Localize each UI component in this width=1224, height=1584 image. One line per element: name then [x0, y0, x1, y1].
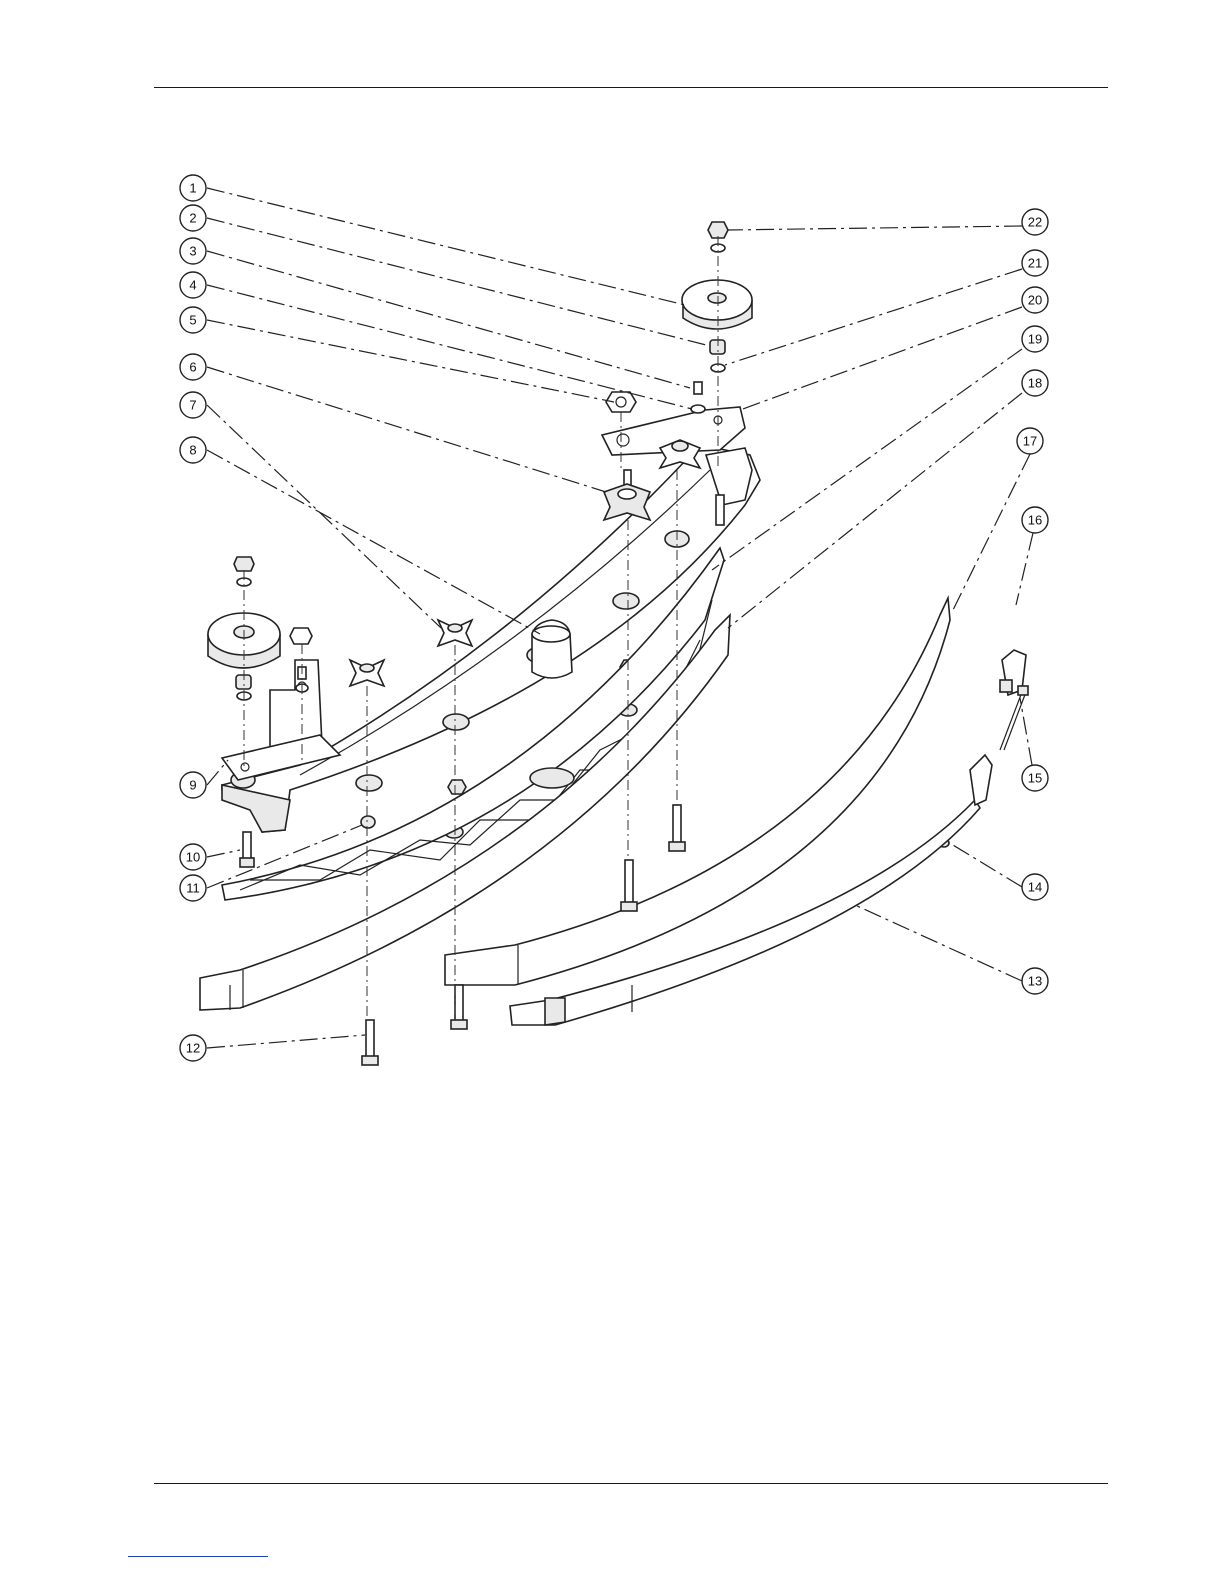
callout-label: 7 — [189, 398, 196, 413]
callout-21[interactable]: 21 — [1022, 250, 1048, 276]
callout-1[interactable]: 1 — [180, 175, 206, 201]
callout-5[interactable]: 5 — [180, 307, 206, 333]
callout-10[interactable]: 10 — [180, 844, 206, 870]
callout-label: 12 — [186, 1041, 200, 1056]
callout-label: 21 — [1028, 256, 1042, 271]
callout-label: 1 — [189, 181, 196, 196]
callout-11[interactable]: 11 — [180, 875, 206, 901]
callout-label: 16 — [1028, 513, 1042, 528]
callout-label: 6 — [189, 360, 196, 375]
callout-label: 5 — [189, 313, 196, 328]
callout-label: 18 — [1028, 376, 1042, 391]
callout-label: 3 — [189, 244, 196, 259]
callout-label: 17 — [1023, 434, 1037, 449]
callout-2[interactable]: 2 — [180, 205, 206, 231]
callout-label: 11 — [186, 881, 200, 896]
callout-label: 2 — [189, 211, 196, 226]
callout-13[interactable]: 13 — [1022, 968, 1048, 994]
callout-7[interactable]: 7 — [180, 392, 206, 418]
callout-label: 4 — [189, 278, 196, 293]
callout-19[interactable]: 19 — [1022, 326, 1048, 352]
callout-4[interactable]: 4 — [180, 272, 206, 298]
callout-14[interactable]: 14 — [1022, 874, 1048, 900]
wheel-right — [682, 280, 752, 329]
callout-label: 13 — [1028, 974, 1042, 989]
callout-22[interactable]: 22 — [1022, 209, 1048, 235]
callout-16[interactable]: 16 — [1022, 507, 1048, 533]
callout-3[interactable]: 3 — [180, 238, 206, 264]
callout-8[interactable]: 8 — [180, 437, 206, 463]
callout-9[interactable]: 9 — [180, 772, 206, 798]
callout-label: 9 — [189, 778, 196, 793]
callout-label: 15 — [1028, 771, 1042, 786]
callout-label: 8 — [189, 443, 196, 458]
callout-label: 20 — [1028, 293, 1042, 308]
callout-6[interactable]: 6 — [180, 354, 206, 380]
callout-label: 22 — [1028, 215, 1042, 230]
callout-20[interactable]: 20 — [1022, 287, 1048, 313]
callout-label: 10 — [186, 850, 200, 865]
callout-18[interactable]: 18 — [1022, 370, 1048, 396]
callout-label: 19 — [1028, 332, 1042, 347]
callout-12[interactable]: 12 — [180, 1035, 206, 1061]
callout-17[interactable]: 17 — [1017, 428, 1043, 454]
callout-label: 14 — [1028, 880, 1042, 895]
callout-15[interactable]: 15 — [1022, 765, 1048, 791]
